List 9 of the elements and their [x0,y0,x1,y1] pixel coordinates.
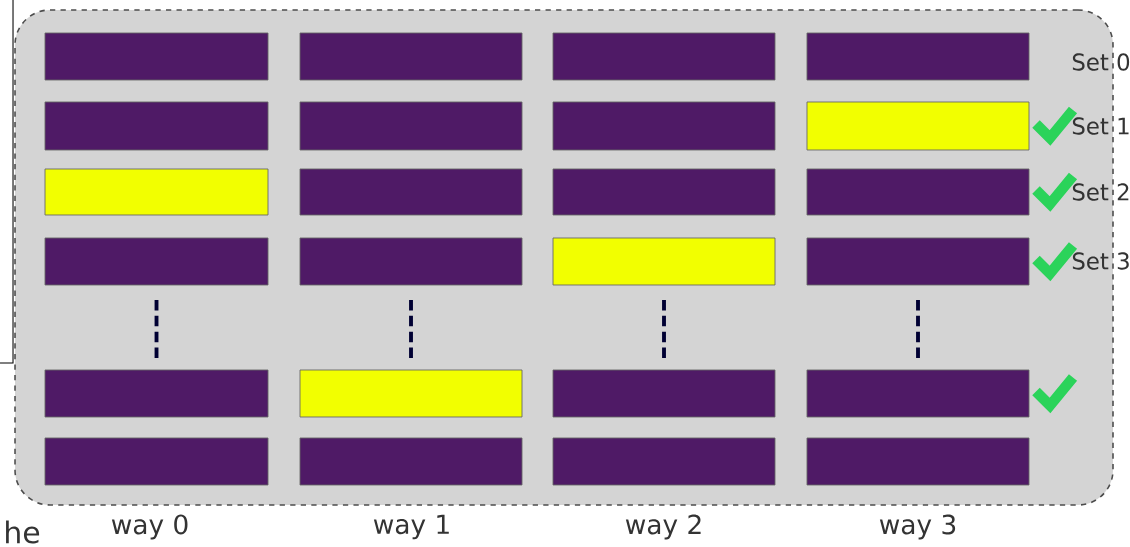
column-label: way 2 [625,514,701,540]
column-label: way 0 [111,514,188,540]
row-label: Set 3 [1072,252,1129,270]
column-label: way 1 [373,514,449,540]
column-label: way 3 [879,514,956,540]
cut-off-text: he [6,520,40,544]
row-label: Set 1 [1072,117,1129,135]
row-label: Set 2 [1072,183,1129,201]
row-label: Set 0 [1072,53,1130,71]
